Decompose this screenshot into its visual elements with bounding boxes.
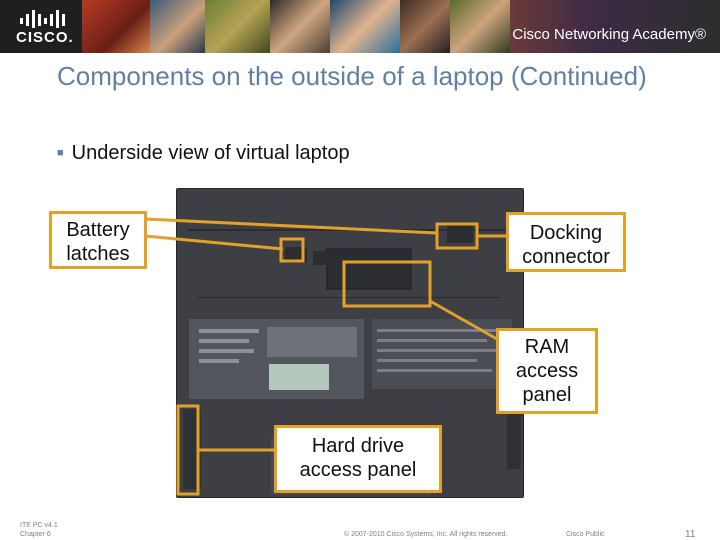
callout-docking-connector: Docking connector xyxy=(506,212,626,272)
cisco-bars-icon xyxy=(20,10,65,28)
banner-photo xyxy=(82,0,150,53)
footer-course: ITE PC v4.1 xyxy=(20,522,58,529)
bullet-text: Underside view of virtual laptop xyxy=(71,142,350,164)
footer-copyright: © 2007-2010 Cisco Systems, Inc. All righ… xyxy=(344,531,508,538)
banner-photo xyxy=(510,0,720,53)
logo-text: CISCO. xyxy=(16,29,74,46)
callout-hard-drive-access-panel: Hard drive access panel xyxy=(274,425,442,493)
networking-academy-label: Cisco Networking Academy® xyxy=(512,26,706,43)
callout-battery-latches: Battery latches xyxy=(49,211,147,269)
certificate-sticker xyxy=(269,364,329,390)
footer-chapter: Chapter 6 xyxy=(20,531,51,538)
bullet-item: ■ Underside view of virtual laptop xyxy=(57,142,350,165)
banner-photo xyxy=(330,0,400,53)
callout-ram-access-panel: RAM access panel xyxy=(496,328,598,414)
slide-title: Components on the outside of a laptop (C… xyxy=(57,61,647,91)
banner-photo xyxy=(450,0,510,53)
banner-photo xyxy=(400,0,450,53)
cisco-logo: CISCO. xyxy=(8,6,78,48)
side-vent xyxy=(183,409,201,489)
banner-photo xyxy=(205,0,270,53)
latch-recess xyxy=(447,225,473,243)
docking-port xyxy=(313,251,393,265)
latch-recess xyxy=(285,247,307,263)
header-banner: CISCO. Cisco Networking Academy® xyxy=(0,0,720,53)
banner-photo xyxy=(270,0,330,53)
banner-photo xyxy=(150,0,205,53)
square-bullet-icon: ■ xyxy=(57,147,64,159)
footer-classification: Cisco Public xyxy=(566,531,605,538)
footer-page-number: 11 xyxy=(685,529,696,540)
